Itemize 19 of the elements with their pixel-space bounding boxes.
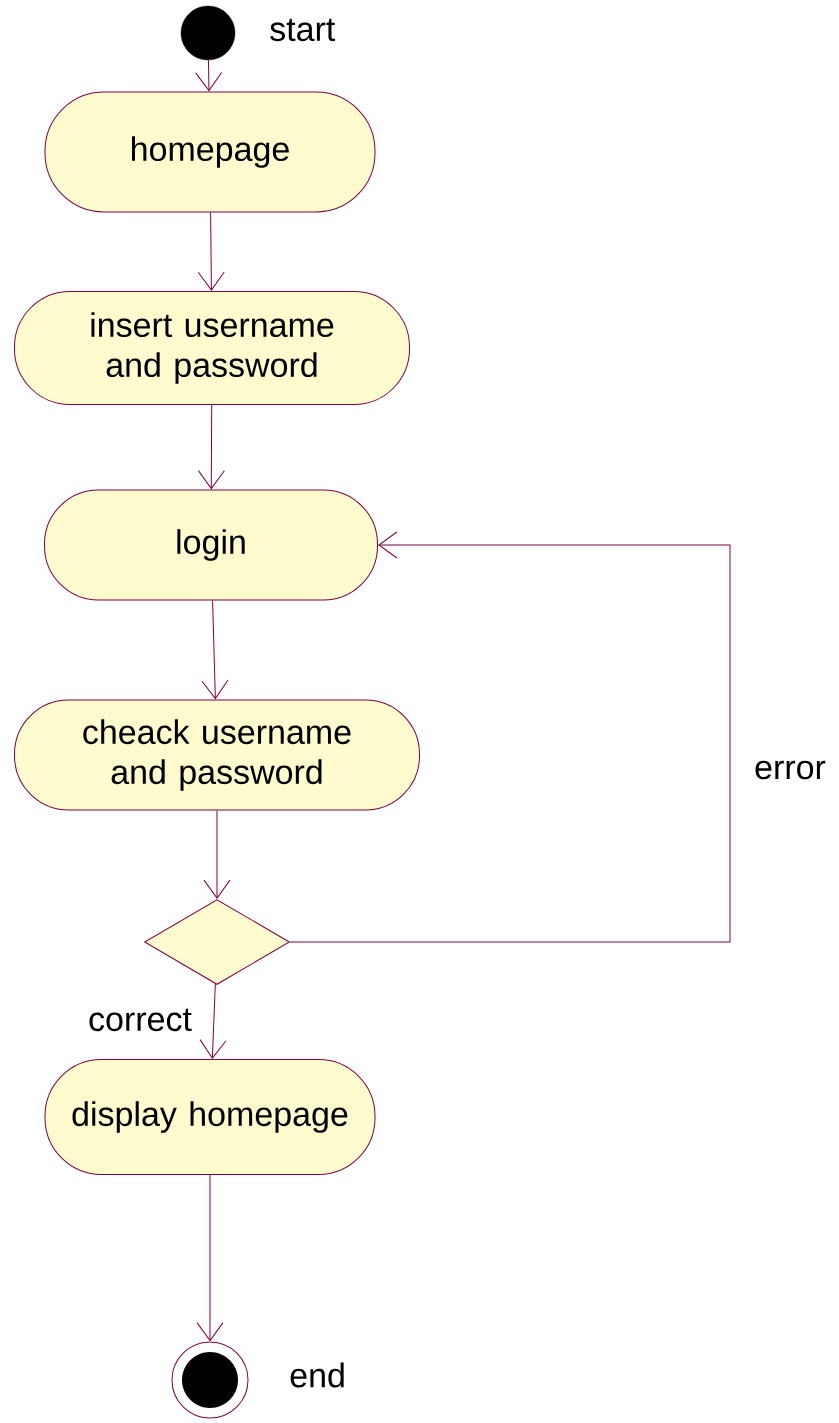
activity-box: insert username and password	[14, 291, 410, 405]
state-label: start	[270, 18, 336, 42]
start-circle	[180, 5, 236, 61]
activity-box: display homepage	[44, 1059, 376, 1175]
end-circle	[171, 1341, 249, 1419]
arrow	[289, 531, 731, 943]
arrow	[197, 212, 225, 291]
decision-diamond	[144, 899, 290, 985]
activity-box: login	[44, 489, 378, 601]
edge-label: error	[752, 758, 828, 782]
state-label: end	[290, 1362, 344, 1388]
arrow	[196, 1174, 224, 1342]
arrow	[203, 810, 231, 899]
activity-box: homepage	[44, 91, 376, 213]
edge-label: correct	[86, 1006, 194, 1034]
arrow	[201, 600, 229, 700]
activity-box: cheack username and password	[14, 699, 420, 811]
arrow	[199, 983, 227, 1059]
arrow	[197, 404, 225, 490]
